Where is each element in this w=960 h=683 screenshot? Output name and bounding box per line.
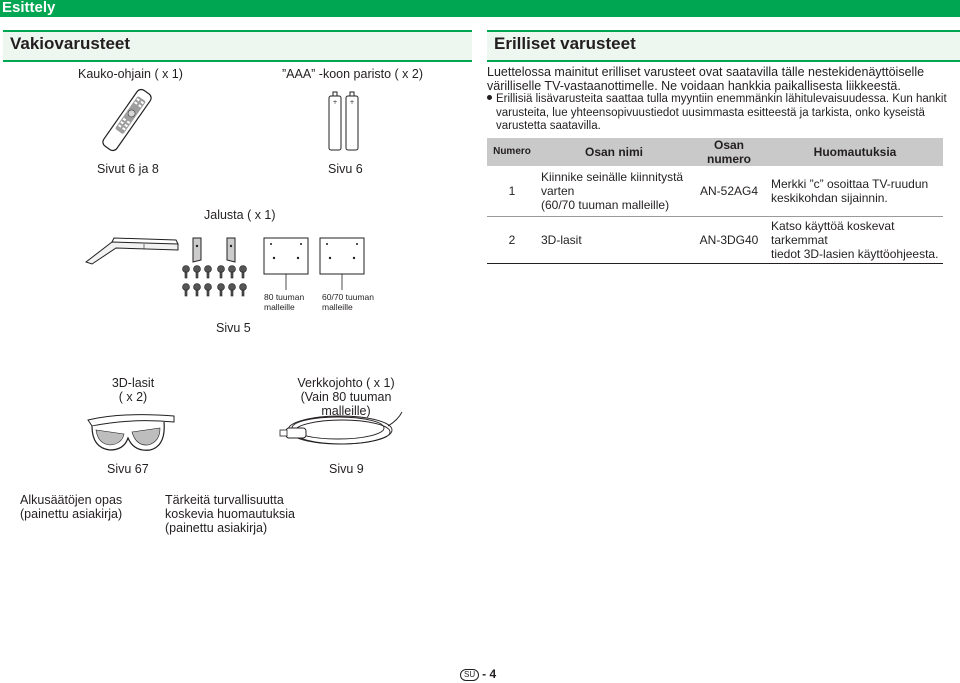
glasses-page-ref: Sivu 67	[107, 462, 149, 476]
row-part-name-line2: varten	[541, 184, 575, 198]
optional-accessories-header: Erilliset varusteet	[487, 30, 960, 62]
row-number: 1	[508, 184, 516, 198]
table-row: 1 Kiinnike seinälle kiinnitystä varten (…	[487, 166, 943, 217]
row-part-number: AN-52AG4	[699, 184, 759, 198]
header-part-number-line2: numero	[706, 152, 751, 166]
row-notes: Merkki ”c” osoittaa TV-ruudun keskikohda…	[767, 166, 943, 217]
optional-intro: Luettelossa mainitut erilliset varusteet…	[487, 65, 957, 93]
batteries-icon: + +	[328, 91, 359, 151]
section-header-bar: Esittely	[0, 0, 960, 17]
row-number: 2	[508, 233, 516, 247]
optional-accessories-table: Numero Osan nimi Osan numero Huomautuksi…	[487, 138, 943, 264]
table-header-row: Numero Osan nimi Osan numero Huomautuksi…	[487, 138, 943, 166]
batteries-label: ”AAA” -koon paristo ( x 2)	[282, 67, 424, 81]
stand-base-icon	[84, 237, 179, 265]
header-number: Numero	[487, 138, 537, 166]
row-notes-line1: Merkki ”c” osoittaa TV-ruudun	[771, 177, 929, 191]
row-notes-line2: keskikohdan sijainnin.	[771, 191, 888, 205]
safety-notes-line1: Tärkeitä turvallisuutta	[165, 493, 284, 507]
standard-accessories-title: Vakiovarusteet	[10, 34, 131, 53]
optional-intro-line1: Luettelossa mainitut erilliset varusteet…	[487, 65, 925, 79]
optional-note-line1: Erillisiä lisävarusteita saattaa tulla m…	[496, 93, 947, 105]
svg-text:+: +	[349, 99, 354, 106]
stand-label: Jalusta ( x 1)	[204, 208, 276, 222]
power-cord-label-line2: (Vain 80 tuuman malleille)	[300, 390, 392, 418]
bracket-6070-label: 60/70 tuuman malleille	[322, 292, 374, 312]
remote-page-ref: Sivut 6 ja 8	[97, 162, 159, 176]
language-badge: SU	[460, 669, 480, 681]
glasses-label-line1: 3D-lasit	[111, 376, 155, 390]
page-number-text: - 4	[482, 667, 497, 681]
quick-setup-guide-label: Alkusäätöjen opas (painettu asiakirja)	[20, 493, 122, 521]
row-notes: Katso käyttöä koskevat tarkemmat tiedot …	[767, 217, 943, 264]
header-part-number-line1: Osan	[713, 138, 744, 152]
power-cord-icon	[279, 411, 403, 445]
row-part-number: AN-3DG40	[699, 233, 759, 247]
row-part-name-line1: Kiinnike seinälle kiinnitystä	[541, 170, 684, 184]
screws-icon	[182, 265, 247, 297]
quick-setup-guide-line1: Alkusäätöjen opas	[20, 493, 123, 507]
bracket-80-label: 80 tuuman malleille	[264, 292, 305, 312]
row-notes-line2: tiedot 3D-lasien käyttöohjeesta.	[771, 247, 939, 261]
header-part-number: Osan numero	[691, 138, 767, 166]
bullet-icon	[487, 95, 492, 100]
3d-glasses-icon	[87, 414, 175, 451]
stand-brackets-icon	[263, 237, 365, 290]
optional-note-line3: varustetta saatavilla.	[496, 120, 601, 132]
remote-label: Kauko-ohjain ( x 1)	[78, 67, 183, 81]
row-part-name: Kiinnike seinälle kiinnitystä varten (60…	[537, 166, 691, 217]
remote-control-icon	[102, 88, 152, 152]
section-title: Esittely	[2, 0, 56, 16]
batteries-page-ref: Sivu 6	[328, 162, 363, 176]
glasses-label: 3D-lasit ( x 2)	[107, 376, 159, 404]
glasses-label-line2: ( x 2)	[118, 390, 148, 404]
standard-accessories-header: Vakiovarusteet	[3, 30, 472, 62]
header-part-name: Osan nimi	[537, 138, 691, 166]
row-part-name-line3: (60/70 tuuman malleille)	[541, 198, 670, 212]
safety-notes-label: Tärkeitä turvallisuutta koskevia huomaut…	[165, 493, 295, 535]
optional-note-line2: varusteita, lue yhteensopivuustiedot uus…	[496, 106, 925, 119]
optional-intro-line2: värilliselle TV-vastaanottimelle. Ne voi…	[487, 79, 901, 93]
table-row: 2 3D-lasit AN-3DG40 Katso käyttöä koskev…	[487, 217, 943, 264]
stand-page-ref: Sivu 5	[216, 321, 251, 335]
page-number: SU- 4	[460, 667, 496, 681]
power-cord-page-ref: Sivu 9	[329, 462, 364, 476]
quick-setup-guide-line2: (painettu asiakirja)	[20, 507, 123, 521]
safety-notes-line3: (painettu asiakirja)	[165, 521, 268, 535]
optional-note: Erillisiä lisävarusteita saattaa tulla m…	[487, 93, 957, 134]
header-notes: Huomautuksia	[767, 138, 943, 166]
safety-notes-line2: koskevia huomautuksia	[165, 507, 295, 521]
power-cord-label: Verkkojohto ( x 1) (Vain 80 tuuman malle…	[280, 376, 412, 418]
row-notes-line1: Katso käyttöä koskevat tarkemmat	[771, 219, 895, 247]
svg-text:+: +	[332, 99, 337, 106]
optional-accessories-title: Erilliset varusteet	[494, 34, 636, 53]
power-cord-label-line1: Verkkojohto ( x 1)	[297, 376, 395, 390]
stand-supports-icon	[192, 237, 236, 263]
row-part-name: 3D-lasit	[541, 233, 582, 247]
